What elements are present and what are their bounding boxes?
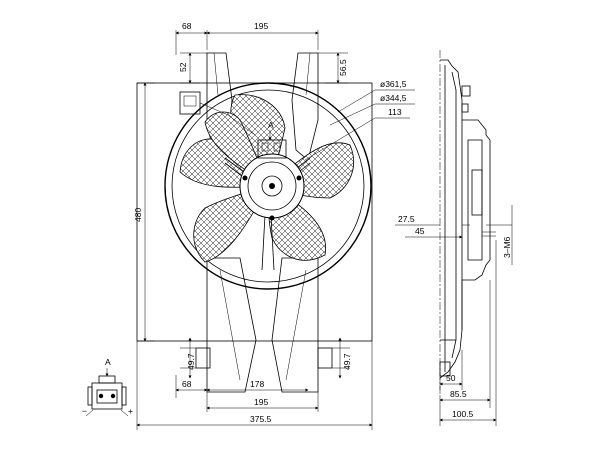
connector-body bbox=[91, 382, 123, 410]
bottom-left-leg bbox=[206, 257, 257, 393]
view-marker: A bbox=[268, 120, 274, 130]
dim-width-375-5: 375.5 bbox=[250, 414, 272, 424]
dim-left-52: 52 bbox=[178, 62, 188, 72]
dim-side-100-5: 100.5 bbox=[452, 409, 474, 419]
dim-113: 113 bbox=[388, 107, 402, 117]
dim-bottom-68: 68 bbox=[182, 379, 192, 389]
shroud-frame bbox=[136, 82, 373, 342]
connector-detail: A − + bbox=[82, 357, 133, 417]
right-bracket bbox=[291, 52, 319, 161]
connector-minus-label: − bbox=[82, 406, 87, 416]
dimension-lines: 68 195 52 56.5 ø361,5 ø344,5 113 480 49.… bbox=[133, 21, 415, 430]
side-motor bbox=[462, 119, 491, 281]
dim-bottom-left-49-7: 49.7 bbox=[186, 353, 196, 370]
front-view: A bbox=[136, 52, 373, 393]
mount-bolt bbox=[242, 175, 248, 181]
side-frame bbox=[439, 59, 463, 379]
dim-bottom-right-49-7: 49.7 bbox=[342, 353, 352, 370]
motor-connector bbox=[257, 139, 287, 159]
mount-bolt bbox=[296, 175, 302, 181]
side-dimensions: 27.5 45 3–M6 50 85.5 100.5 bbox=[395, 205, 513, 426]
dim-top-195: 195 bbox=[254, 21, 268, 31]
mount-bolt bbox=[269, 215, 275, 221]
side-view bbox=[439, 50, 512, 395]
connector-marker: A bbox=[105, 357, 111, 367]
connector-plus-label: + bbox=[128, 406, 133, 416]
dim-side-27-5: 27.5 bbox=[398, 214, 415, 224]
dim-side-45: 45 bbox=[415, 226, 425, 236]
dim-bottom-178: 178 bbox=[250, 379, 264, 389]
dim-side-3-m6: 3–M6 bbox=[502, 236, 512, 258]
dim-right-56-5: 56.5 bbox=[338, 59, 348, 76]
dim-height-480: 480 bbox=[133, 208, 143, 222]
dim-dia-361-5: ø361,5 bbox=[380, 79, 407, 89]
dim-side-50: 50 bbox=[446, 373, 456, 383]
dim-side-85-5: 85.5 bbox=[450, 389, 467, 399]
dim-top-68: 68 bbox=[182, 21, 192, 31]
inner-ring bbox=[171, 89, 365, 283]
dim-bottom-195: 195 bbox=[254, 397, 268, 407]
dim-dia-344-5: ø344,5 bbox=[380, 93, 407, 103]
outer-ring bbox=[164, 82, 372, 290]
